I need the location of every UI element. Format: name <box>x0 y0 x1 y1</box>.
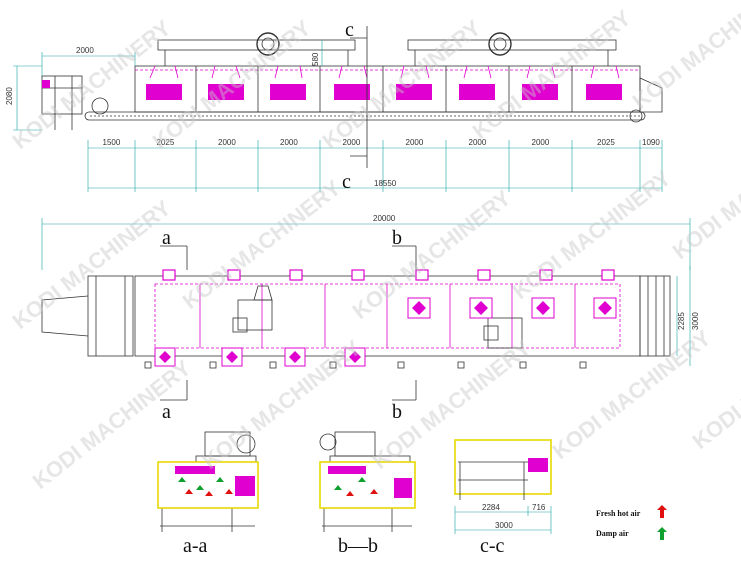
segment-dimension-labels: 1500 2025 2000 2000 2000 2000 2000 2000 2025 1090 <box>103 138 661 147</box>
section-c-cut <box>350 26 368 168</box>
fan-rail-left <box>157 39 356 51</box>
cc-frame <box>454 439 552 495</box>
legend: Fresh hot air Damp air <box>596 505 667 540</box>
fan-right <box>488 32 512 56</box>
feeder-hopper <box>41 75 83 115</box>
hot-air-legend-label: Fresh hot air <box>596 509 641 518</box>
fan-height-label: 580 <box>311 52 320 66</box>
bb-frame <box>319 461 416 509</box>
section-cc-label: c-c <box>480 535 505 557</box>
watermark-text: KODI MACHINERY <box>628 0 741 114</box>
section-c-bottom-label: c <box>342 171 351 193</box>
cc-dim-main-label: 2284 <box>482 503 500 512</box>
overall-width-label: 2000 <box>76 46 94 55</box>
section-aa-view <box>157 431 259 532</box>
plan-feeder <box>87 275 134 357</box>
plan-discharge <box>639 275 671 357</box>
segment-dimension-label: 2000 <box>469 138 487 147</box>
segment-dimension-label: 1090 <box>642 138 660 147</box>
segment-dimension-label: 2000 <box>343 138 361 147</box>
cc-dim-side-label: 716 <box>532 503 546 512</box>
section-aa-label: a-a <box>183 535 208 557</box>
section-bb-view <box>319 431 416 532</box>
damp-air-arrow-icon <box>657 527 667 540</box>
overall-length-label: 18550 <box>374 179 397 188</box>
watermark-text: KODI MACHINERY <box>668 125 741 264</box>
section-cc-view <box>454 439 552 534</box>
section-a-top-label: a <box>162 227 171 249</box>
conveyor-belt <box>84 111 646 121</box>
section-a-bottom-label: a <box>162 401 171 423</box>
plan-view: 20000 2285 3000 <box>41 214 700 423</box>
heater-blocks <box>146 65 622 100</box>
segment-dimension-label: 2000 <box>280 138 298 147</box>
height-label: 2080 <box>5 87 14 105</box>
watermark-text: KODI MACHINERY <box>28 355 196 494</box>
segment-dimension-label: 1500 <box>103 138 121 147</box>
section-b-top-label: b <box>392 227 402 249</box>
plan-inner <box>154 283 621 349</box>
watermark-text: KODI MACHINERY <box>468 5 636 144</box>
plan-width-inner-label: 2285 <box>677 312 686 330</box>
damp-air-legend-label: Damp air <box>596 529 629 538</box>
segment-dimension-label: 2025 <box>597 138 615 147</box>
plan-width-outer-label: 3000 <box>691 312 700 330</box>
section-bb-label: b—b <box>338 535 378 557</box>
elevation-dimensions <box>13 40 663 192</box>
section-c-top-label: c <box>345 19 354 41</box>
plan-fan-b <box>487 317 523 349</box>
fan-left <box>256 32 280 56</box>
fan-rail-right <box>407 39 617 51</box>
cc-dim-total-label: 3000 <box>495 521 513 530</box>
segment-dimension-label: 2000 <box>406 138 424 147</box>
section-b-bottom-label: b <box>392 401 402 423</box>
discharge-chute <box>639 77 663 113</box>
segment-dimension-label: 2000 <box>532 138 550 147</box>
aa-frame <box>157 461 259 509</box>
elevation-view <box>41 32 663 130</box>
watermark-text: KODI MACHINERY <box>508 165 676 304</box>
segment-dimension-label: 2025 <box>157 138 175 147</box>
hot-air-arrow-icon <box>657 505 667 518</box>
watermark-text: KODI MACHINERY <box>8 195 176 334</box>
watermark-text: KODI MACHINERY <box>548 325 716 464</box>
plan-fan-a <box>237 299 273 331</box>
segment-dimension-label: 2000 <box>218 138 236 147</box>
plan-length-label: 20000 <box>373 214 396 223</box>
